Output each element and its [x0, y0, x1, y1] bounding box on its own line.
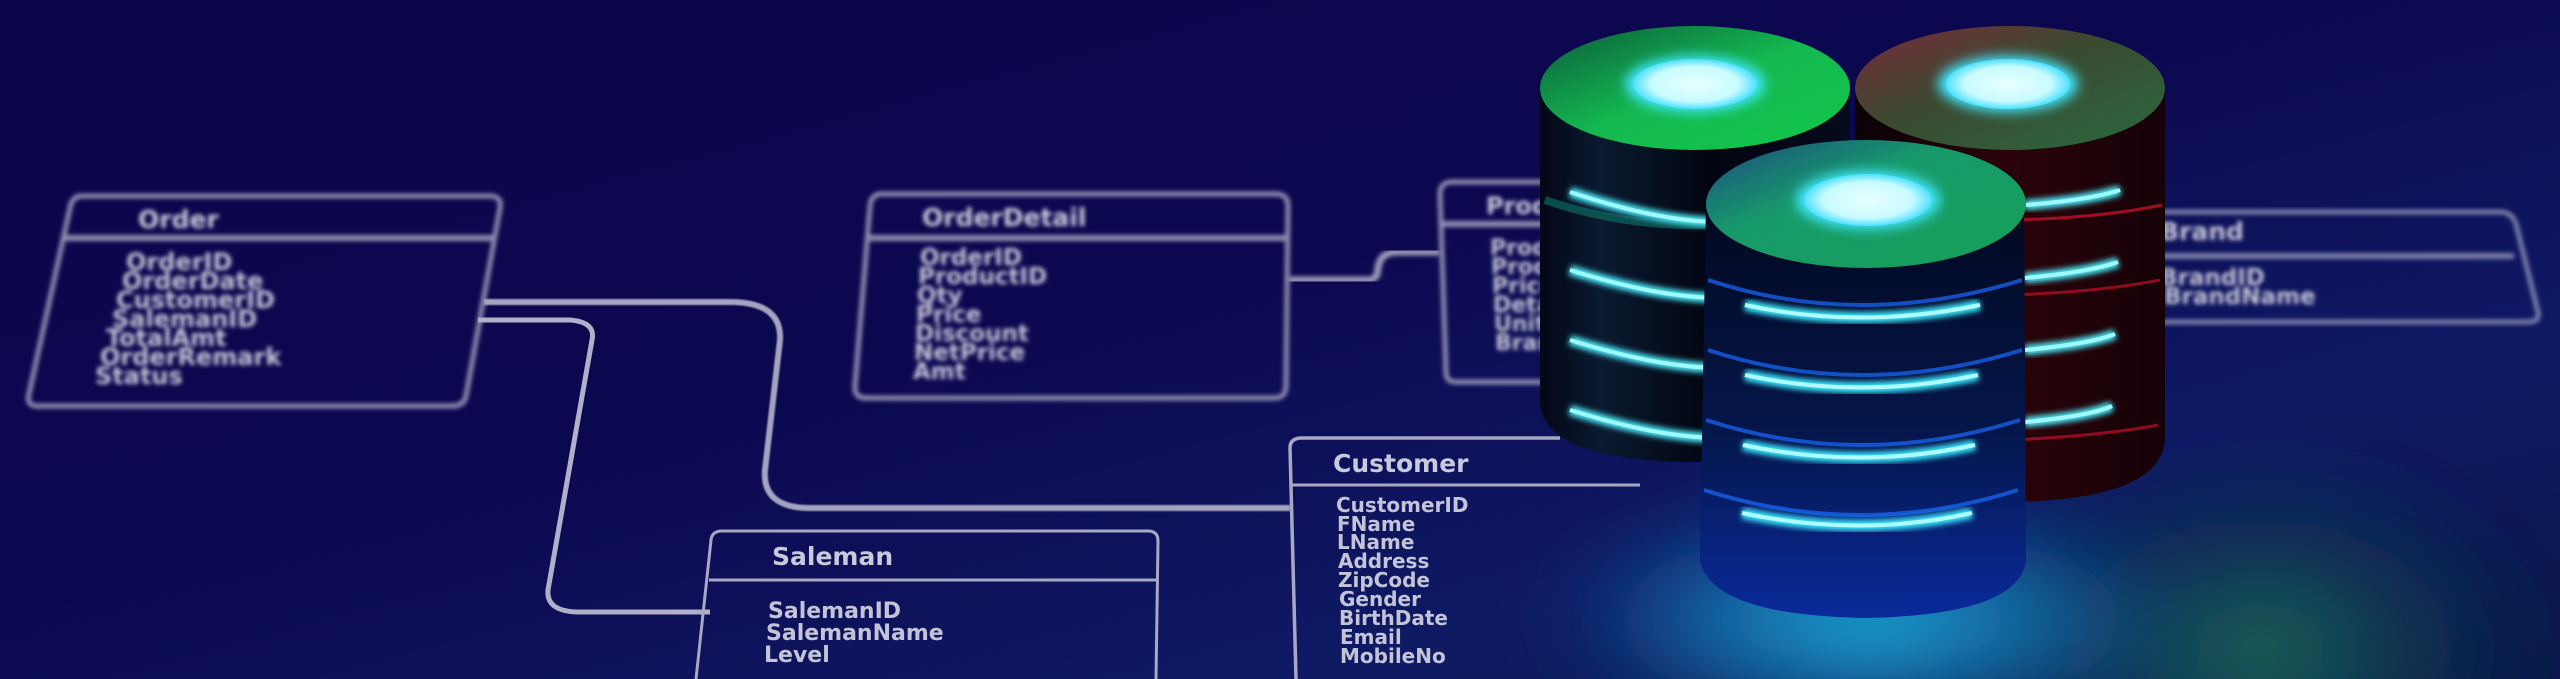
- entity-customer-field: Address: [1338, 549, 1429, 573]
- entity-product-box: [1437, 179, 1563, 385]
- database-left-light: [1633, 59, 1757, 109]
- entity-order-field: OrderDate: [122, 267, 263, 295]
- entity-customer: Customer CustomerID FName LName Address …: [1288, 436, 1640, 679]
- entity-saleman-field: Level: [764, 643, 830, 668]
- entity-orderdetail-field: Amt: [913, 359, 966, 385]
- database-right-light: [1946, 59, 2070, 109]
- entity-orderdetail-field: NetPrice: [914, 340, 1025, 366]
- entity-orderdetail-field: Qty: [917, 283, 963, 309]
- entity-customer-field: MobileNo: [1340, 644, 1446, 668]
- entity-customer-box: [1288, 436, 1560, 679]
- entity-brand: Brand BrandID BrandName: [2150, 209, 2541, 325]
- entity-customer-field: LName: [1337, 530, 1414, 554]
- entity-order: Order OrderID OrderDate CustomerID Salem…: [25, 193, 503, 409]
- entity-brand-field: BrandName: [2164, 284, 2316, 310]
- entity-orderdetail: OrderDetail OrderID ProductID Qty Price …: [852, 191, 1291, 401]
- entity-customer-field: Gender: [1339, 587, 1421, 611]
- entity-order-title: Order: [138, 205, 219, 234]
- entity-saleman-title: Saleman: [772, 542, 893, 571]
- entity-saleman-field: SalemanID: [768, 599, 901, 624]
- entity-orderdetail-title: OrderDetail: [922, 203, 1086, 232]
- entity-saleman-box: [694, 529, 1160, 679]
- entity-brand-field: BrandID: [2160, 265, 2265, 291]
- relationship-lines: [478, 248, 1440, 615]
- connector-order-customer: [484, 299, 1290, 511]
- entity-saleman-field: SalemanName: [766, 621, 944, 646]
- entity-customer-field: CustomerID: [1336, 493, 1468, 517]
- entity-orderdetail-field: Price: [916, 302, 981, 328]
- entity-customer-field: FName: [1337, 512, 1415, 536]
- entity-order-field: SalemanID: [112, 305, 257, 333]
- entity-customer-field: BirthDate: [1339, 606, 1448, 630]
- entity-order-box: [25, 193, 503, 409]
- connector-orderdetail-product: [1288, 248, 1440, 284]
- entity-brand-title: Brand: [2160, 217, 2244, 246]
- entity-order-field: OrderID: [126, 248, 232, 276]
- database-icon: [1700, 140, 2026, 618]
- entity-customer-field: Email: [1340, 625, 1402, 649]
- entity-orderdetail-field: ProductID: [918, 264, 1047, 290]
- entity-order-field: TotalAmt: [106, 324, 227, 352]
- database-front-light: [1804, 174, 1932, 226]
- entity-orderdetail-field: Discount: [915, 321, 1029, 347]
- entity-brand-box: [2150, 209, 2541, 325]
- entity-order-field: CustomerID: [116, 286, 275, 314]
- entity-order-field: OrderRemark: [100, 343, 282, 371]
- connector-order-saleman: [478, 317, 710, 615]
- entity-orderdetail-box: [852, 191, 1291, 401]
- entity-order-field: Status: [95, 362, 183, 390]
- entity-orderdetail-field: OrderID: [920, 245, 1022, 271]
- entity-customer-title: Customer: [1333, 449, 1469, 478]
- entity-saleman: Saleman SalemanID SalemanName Level: [694, 529, 1160, 679]
- entity-customer-field: ZipCode: [1338, 568, 1430, 592]
- entity-product-field: Unit: [1494, 312, 1546, 337]
